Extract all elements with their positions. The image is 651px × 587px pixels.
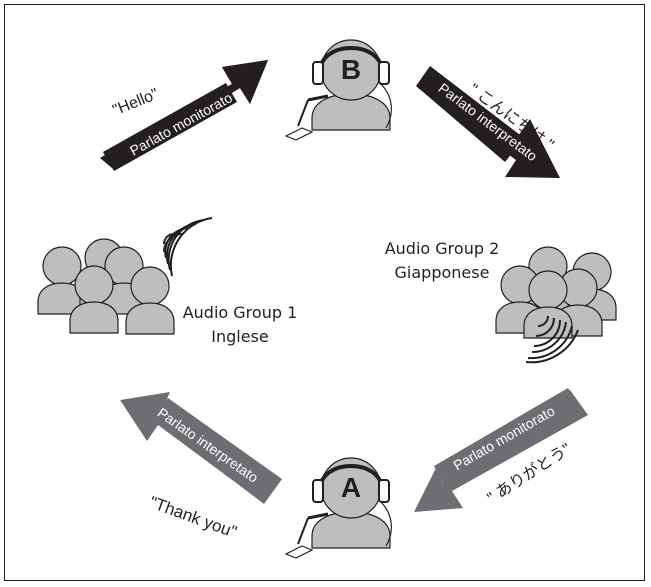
diagram-frame — [4, 4, 645, 581]
interpreter-a-figure — [284, 457, 392, 559]
audio-group-1-crowd — [37, 238, 175, 335]
sound-waves-group-2 — [525, 315, 579, 364]
interpreter-b-figure — [284, 39, 392, 141]
group-2-language: Giapponese — [394, 263, 490, 282]
group-2-name: Audio Group 2 — [384, 239, 500, 258]
interpreter-a-letter: A — [340, 472, 362, 503]
interpreter-b-letter: B — [340, 54, 362, 85]
audio-group-2-crowd — [495, 246, 617, 339]
sound-waves-group-1 — [163, 217, 213, 277]
group-1-name: Audio Group 1 — [182, 303, 298, 322]
group-1-language: Inglese — [211, 327, 269, 346]
